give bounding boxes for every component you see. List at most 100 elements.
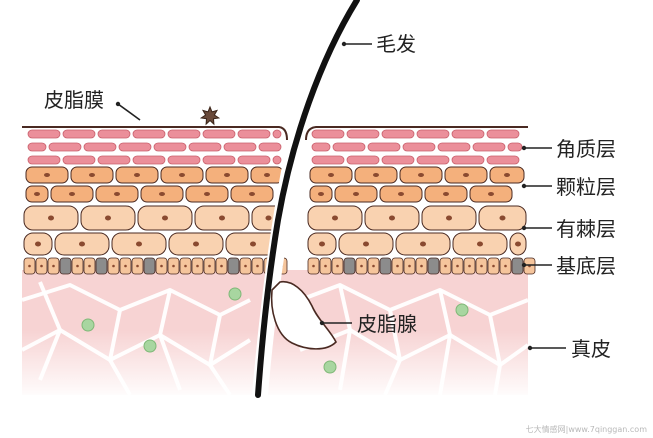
cell-nucleus [52,264,55,268]
basale-cell [379,257,392,275]
cell-nucleus [319,241,325,247]
cell-nucleus [184,264,187,268]
cell-nucleus [48,215,54,221]
corneum-cell [272,155,282,165]
corneum-cell [62,155,96,165]
leader-dot [341,41,347,47]
corneum-cell [27,129,61,139]
corneum-cell [188,142,222,152]
cell-nucleus [264,173,270,177]
dermis-cell [143,339,157,353]
corneum-cell [27,142,47,152]
corneum-cell [486,155,520,165]
cell-nucleus [193,241,199,247]
cell-nucleus [420,241,426,247]
label-dermis: 真皮 [571,337,611,361]
cell-nucleus [353,192,359,196]
cell-nucleus [463,173,469,177]
cell-nucleus [28,264,31,268]
corneum-cell [223,142,257,152]
corneum-cell [451,155,485,165]
cell-nucleus [446,215,452,221]
cell-nucleus [196,264,199,268]
cell-nucleus [69,192,75,196]
basale-cell [143,257,156,275]
corneum-cell [62,129,96,139]
cell-nucleus [76,264,79,268]
dermis-cell [323,360,337,374]
cell-nucleus [105,215,111,221]
cell-nucleus [35,241,41,247]
cell-nucleus [499,215,506,221]
corneum-cell [97,129,131,139]
label-sebaceous-gland: 皮脂腺 [357,312,417,336]
cell-nucleus [372,264,375,268]
corneum-cell [346,155,380,165]
corneum-cell [83,142,117,152]
cell-nucleus [336,264,339,268]
cell-nucleus [418,173,424,177]
dermis-fiber [299,283,529,317]
dermis-fiber [21,283,251,317]
cell-nucleus [124,264,127,268]
corneum-cell [381,129,415,139]
cell-nucleus [408,264,411,268]
dermis-cell [228,287,242,301]
cell-nucleus [162,215,168,221]
cell-nucleus [256,264,259,268]
cell-nucleus [159,192,165,196]
cell-nucleus [477,241,483,247]
corneum-cell [97,155,131,165]
basale-cell [95,257,108,275]
cell-nucleus [480,264,483,268]
cell-nucleus [312,264,315,268]
corneum-cell [437,142,471,152]
basale-cell [59,257,72,275]
corneum-cell [27,155,61,165]
corneum-cell [237,129,271,139]
corneum-cell [132,155,166,165]
corneum-cell [202,155,236,165]
cell-nucleus [89,173,95,177]
cell-nucleus [488,192,494,196]
cell-nucleus [204,192,210,196]
cell-nucleus [504,264,507,268]
cell-nucleus [136,241,142,247]
cell-nucleus [224,173,230,177]
label-stratum-basale: 基底层 [556,254,616,278]
epidermis-layer [22,105,536,275]
cell-nucleus [114,192,120,196]
cell-nucleus [265,215,272,221]
cell-nucleus [360,264,363,268]
leader-dot [115,101,121,107]
cell-nucleus [249,192,255,196]
corneum-cell [272,129,282,139]
cell-nucleus [328,173,334,177]
label-hair: 毛发 [376,32,416,56]
cell-nucleus [136,264,139,268]
corneum-cell [346,129,380,139]
cell-nucleus [363,241,369,247]
cell-nucleus [456,264,459,268]
leader-dot [527,345,533,351]
sebum-particle [199,105,221,126]
leader-dot [521,262,527,268]
corneum-cell [237,155,271,165]
cell-nucleus [88,264,91,268]
cell-nucleus [444,264,447,268]
cell-nucleus [492,264,495,268]
cell-nucleus [504,173,510,177]
hair-shaft [255,0,360,398]
corneum-cell [367,142,401,152]
cell-nucleus [40,264,43,268]
basale-cell [427,257,440,275]
cell-nucleus [398,192,404,196]
leader-dot [521,183,527,189]
corneum-cell [416,155,450,165]
corneum-cell [402,142,436,152]
label-stratum-granulosum: 颗粒层 [556,175,616,199]
leader-dot [521,225,527,231]
leader-dot [521,145,527,151]
cell-nucleus [244,264,247,268]
label-stratum-spinosum: 有棘层 [556,217,616,241]
